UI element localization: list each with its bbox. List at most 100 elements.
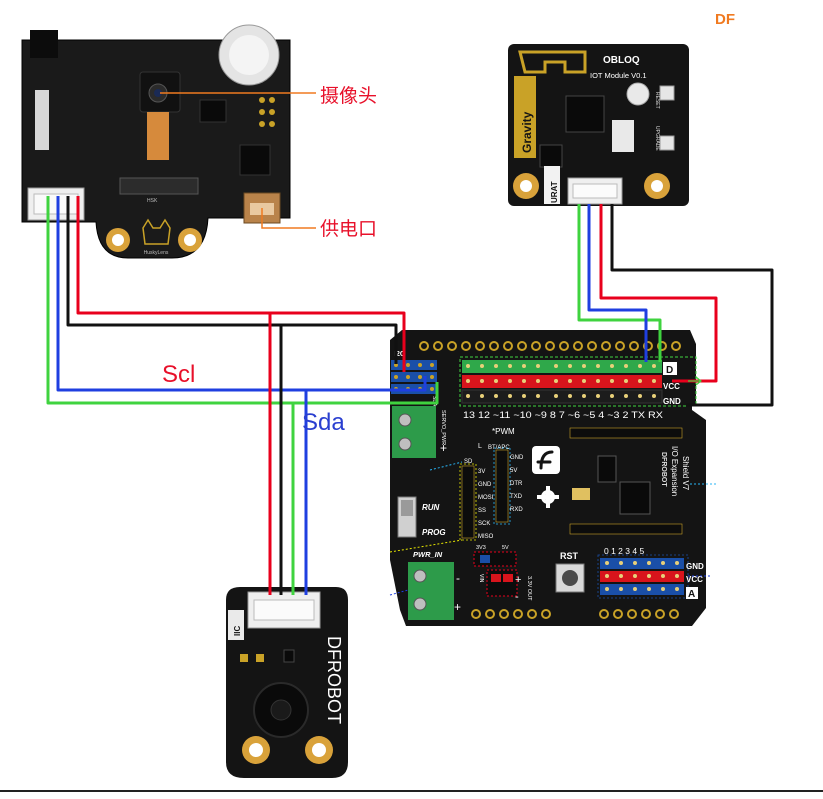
spi-pin-sck: SCK: [478, 521, 490, 527]
v33-label: 3V3: [476, 545, 486, 551]
pin-a-badge: [686, 587, 698, 599]
bt-header: GND 5V DTR TXD RXD: [493, 447, 524, 525]
digital-vcc-label: VCC: [663, 382, 680, 391]
i2c-sda-label: SDA: [431, 396, 437, 407]
bt-pin-dtr: DTR: [510, 481, 523, 487]
jack-connector: [30, 30, 58, 58]
analog-gnd-label: GND: [686, 562, 704, 571]
antenna-trace-icon: [518, 50, 587, 74]
rst-label: RST: [560, 551, 579, 561]
scl-label: Scl: [162, 361, 195, 388]
pwm-label: *PWM: [492, 427, 515, 436]
out-plus-label: +: [515, 574, 521, 586]
spi-pin-3v: 3V: [478, 469, 485, 475]
shield-name-line1: I/O Expansion: [670, 446, 679, 496]
sda-label: Sda: [302, 409, 345, 436]
servo-pwr-label: SERVO_PWR: [440, 410, 446, 445]
spi-pin-gnd: GND: [478, 482, 492, 488]
digital-gnd-row: [461, 389, 663, 404]
analog-gnd-row: [600, 584, 684, 595]
main-chip: [239, 144, 271, 176]
obloq-chip: [565, 95, 605, 133]
analog-vcc-label: VCC: [686, 575, 703, 584]
ribbon-cable: [147, 112, 169, 160]
obloq-subtitle: IOT Module V0.1: [590, 71, 647, 80]
bt-pin-5v: 5V: [510, 468, 517, 474]
regulator-chip: [597, 455, 617, 483]
run-label: RUN: [422, 503, 440, 512]
shield-board: [390, 330, 706, 626]
upgrade-label: UPGRADE: [654, 126, 660, 151]
sensor-brand: DFROBOT: [324, 636, 344, 724]
camera-lens-icon: [154, 89, 162, 97]
bottom-rule: [0, 790, 823, 792]
camera-label: 摄像头: [320, 85, 377, 107]
digital-pins-dots: [466, 364, 656, 398]
wire-husky-green: [46, 196, 439, 405]
upgrade-button: [659, 135, 675, 151]
power-port-label: 供电口: [320, 218, 377, 240]
obloq-module: OBLOQ IOT Module V0.1 Gravity RESET UPGR…: [508, 44, 689, 206]
power-callout-line: [261, 208, 316, 229]
husky-logo-icon: [142, 218, 171, 245]
wire-obloq-blue: [587, 204, 648, 362]
pwr-minus-label: -: [456, 571, 460, 585]
wire-husky-black: [66, 196, 398, 364]
shield-brand: DFROBOT: [660, 452, 667, 487]
led-l-label: L: [478, 443, 482, 450]
bt-pin-rxd: RXD: [510, 507, 523, 513]
corner-label: DF: [715, 11, 735, 28]
uart-label: URAT: [550, 181, 559, 203]
pwr-in-terminal: [408, 562, 454, 620]
df-logo-icon: [532, 446, 560, 474]
top-pads: [419, 341, 681, 351]
lower-right-header: [569, 523, 683, 535]
servo-power-terminal: [392, 406, 436, 458]
reset-label: RESET: [654, 92, 660, 109]
out-jumper: [486, 569, 518, 597]
sd-label: SD: [464, 459, 473, 465]
reset-knob-icon: [562, 570, 578, 586]
spi-pin-miso: MISO: [478, 534, 494, 540]
power-ic: [619, 481, 651, 515]
wire-husky-blue: [56, 196, 427, 392]
spi-pin-ss: SS: [478, 508, 486, 514]
bt-pin-gnd: GND: [510, 455, 524, 461]
spi-header: 3V GND MOSI SS SCK MISO: [459, 463, 494, 541]
sensor-board: [226, 587, 348, 778]
capacitor: [572, 488, 590, 500]
analog-signal-row: [600, 558, 684, 569]
digital-vcc-row: [462, 375, 662, 388]
gravity-tag: [514, 76, 536, 158]
wire-obloq-black: [610, 204, 774, 407]
reset-button: [659, 85, 675, 101]
pin-d-label: D: [666, 365, 673, 376]
spi-pin-mosi: MOSI: [478, 495, 494, 501]
obloq-title: OBLOQ: [603, 55, 640, 66]
digital-header: [459, 356, 697, 407]
huskylens-brand: HuskyLens: [144, 250, 169, 256]
digital-signal-row: [462, 360, 662, 373]
wire-obloq-green: [577, 204, 662, 362]
shield-name-line2: Shield V7: [681, 456, 690, 491]
pwr-plus-label: +: [454, 600, 461, 614]
analog-header: [597, 554, 689, 599]
analog-pin-numbers: 0 1 2 3 4 5: [604, 546, 644, 556]
pin-d-badge: [663, 362, 677, 375]
vin-label: VIN: [478, 574, 484, 583]
prog-label: PROG: [422, 528, 446, 537]
v5-label: 5V: [502, 545, 509, 551]
digital-gnd-label: GND: [663, 397, 681, 406]
gravity-label: Gravity: [520, 111, 534, 153]
out-33-label: 3.3V OUT: [526, 576, 532, 601]
obloq-led: [626, 82, 650, 106]
wire-husky-red: [76, 196, 406, 372]
iic-label: IIC: [233, 626, 242, 636]
servo-plus-label: +: [440, 441, 447, 455]
analog-vcc-row: [600, 571, 684, 582]
upper-right-header: [569, 427, 683, 439]
huskylens-board: HuskyLens HSK: [21, 24, 291, 259]
bottom-pads: [471, 609, 679, 619]
